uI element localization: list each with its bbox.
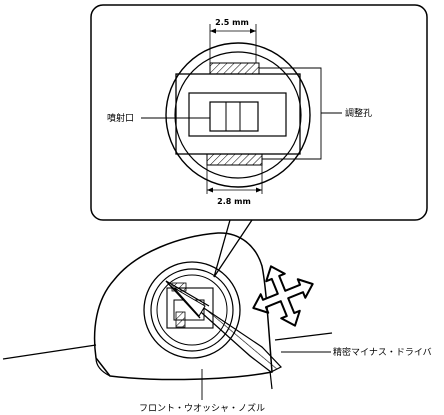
nozzle-outer-ring — [165, 42, 311, 188]
dimension-top: 2.5 mm — [209, 18, 257, 63]
adjust-slot-lower — [206, 153, 263, 166]
magnified-callout: 2.5 mm 2.8 mm 噴射口 調整孔 — [90, 4, 428, 278]
dimension-bottom: 2.8 mm — [206, 165, 263, 206]
leader-nozzle-port: 噴射口 — [107, 112, 210, 124]
jet-port — [209, 101, 259, 132]
hood-edge-right — [274, 332, 333, 341]
nozzle-housing — [93, 232, 273, 381]
nozzle-illustration: 精密マイナス・ドライバ フロント・ウオッシャ・ノズル — [2, 232, 432, 414]
adjust-slot-upper — [209, 62, 260, 75]
hood-edge-right-lower — [269, 370, 273, 390]
callout-pointer — [213, 219, 253, 278]
hood-edge-left — [2, 344, 97, 360]
screwdriver — [165, 280, 282, 373]
dimension-top-label: 2.5 mm — [215, 18, 249, 27]
nozzle-inner-rect — [188, 92, 287, 137]
nozzle-square-body — [175, 73, 301, 155]
adjust-hole-label: 調整孔 — [345, 107, 372, 119]
four-way-arrow-icon — [252, 265, 314, 327]
washer-nozzle-label: フロント・ウオッシャ・ノズル — [139, 402, 265, 414]
callout-frame — [90, 4, 428, 221]
nozzle-port-label: 噴射口 — [107, 112, 134, 124]
dimension-bottom-label: 2.8 mm — [217, 197, 251, 206]
leader-adjust-hole: 調整孔 — [259, 67, 372, 160]
nozzle-inner-ring — [174, 51, 302, 179]
screwdriver-label: 精密マイナス・ドライバ — [333, 346, 432, 358]
